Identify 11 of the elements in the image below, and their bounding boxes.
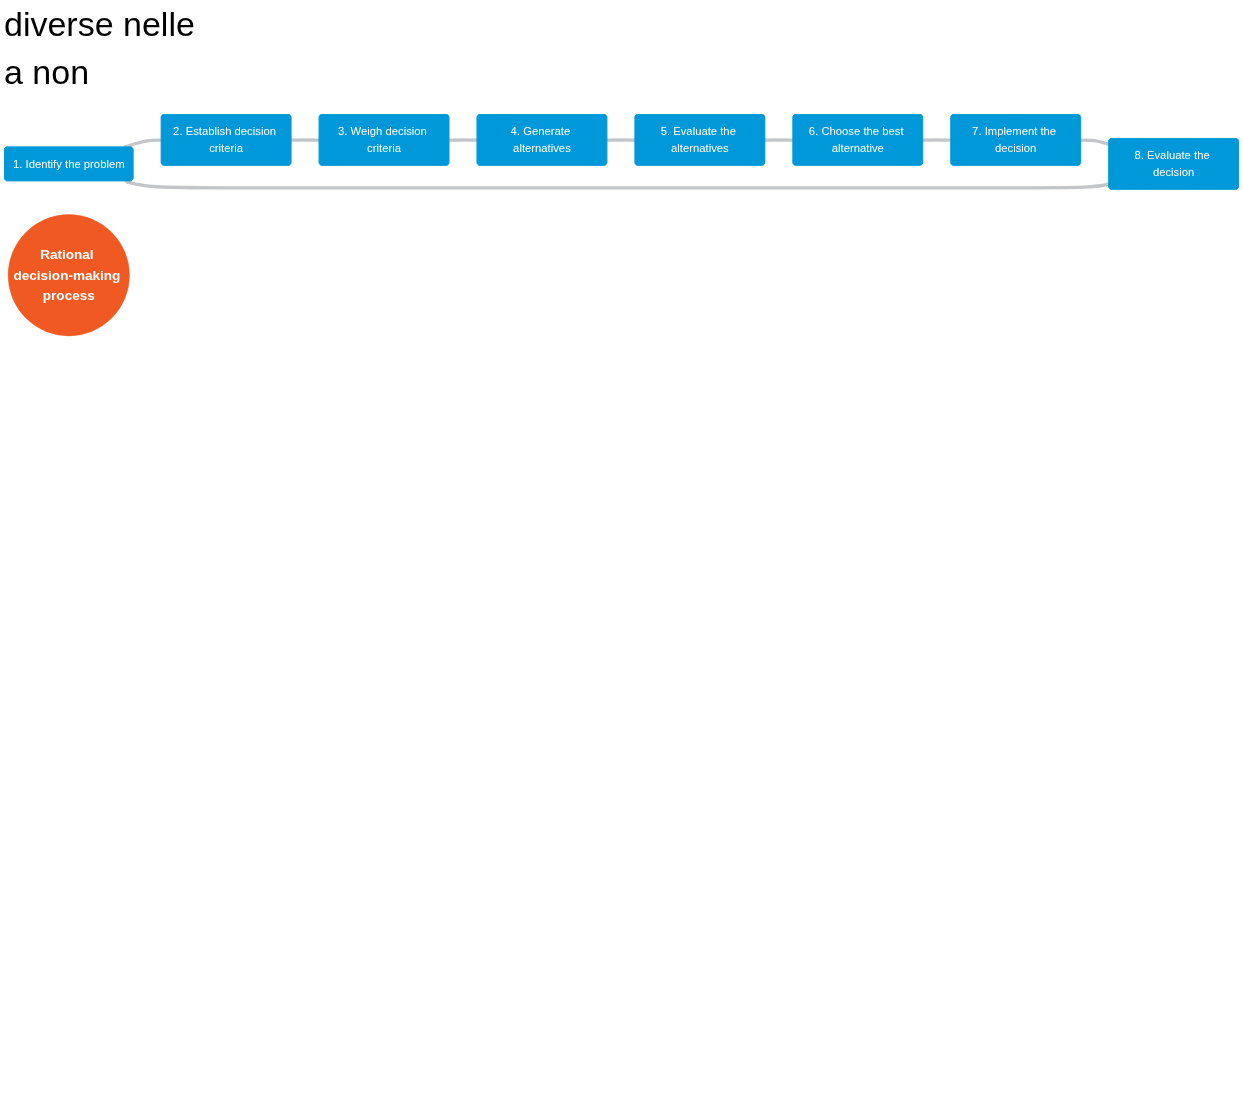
connector [922,138,952,142]
arrow [124,179,1110,190]
connector [291,138,320,142]
text-fragment: diverse nelle [4,4,195,45]
text-fragment: a non [4,52,91,93]
connector [607,138,636,142]
connector [1080,138,1110,147]
connector [764,138,794,142]
connector [123,138,162,149]
node-circle: Rational decision-making process [7,214,130,337]
connector [449,138,478,142]
